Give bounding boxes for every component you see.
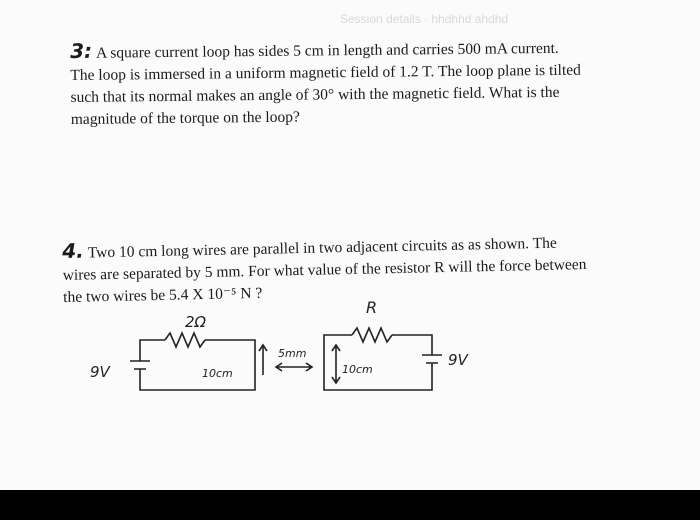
right-circuit-top-wire [392,334,433,355]
right-resistor-zigzag [351,325,393,345]
right-battery-symbol [422,354,442,364]
problem-4-number: 4. [61,238,84,263]
left-circuit-wire [139,339,256,391]
right-length-arrow [331,343,341,385]
problem-3-line-4: magnitude of the torque on the loop? [70,108,300,128]
left-length-arrow [258,343,268,375]
separation-label: 5mm [278,347,306,360]
right-circuit-bottom-wire [323,363,433,391]
left-battery-label: 9V [90,363,112,381]
bottom-black-band [0,490,700,520]
faint-watermark: Session details · hhdhhd ahdhd [340,12,509,26]
right-resistor-label: R [366,298,377,317]
left-resistor-zigzag [164,330,206,350]
problem-3-number: 3: [69,38,93,63]
left-resistor-label: 2Ω [185,313,207,331]
left-battery-symbol [130,360,150,370]
right-battery-label: 9V [448,351,470,369]
left-length-label: 10cm [202,367,233,380]
paper-sheet: Session details · hhdhhd ahdhd 3:A squar… [61,12,587,391]
separation-arrow [274,362,314,372]
right-circuit-wire [323,334,352,385]
right-length-label: 10cm [342,363,373,376]
left-circuit-top-wire [139,339,165,345]
problem-3: 3:A square current loop has sides 5 cm i… [70,35,581,131]
circuit-diagram: 2Ω 9V 10cm 5mm R 10cm 9V [90,298,470,391]
